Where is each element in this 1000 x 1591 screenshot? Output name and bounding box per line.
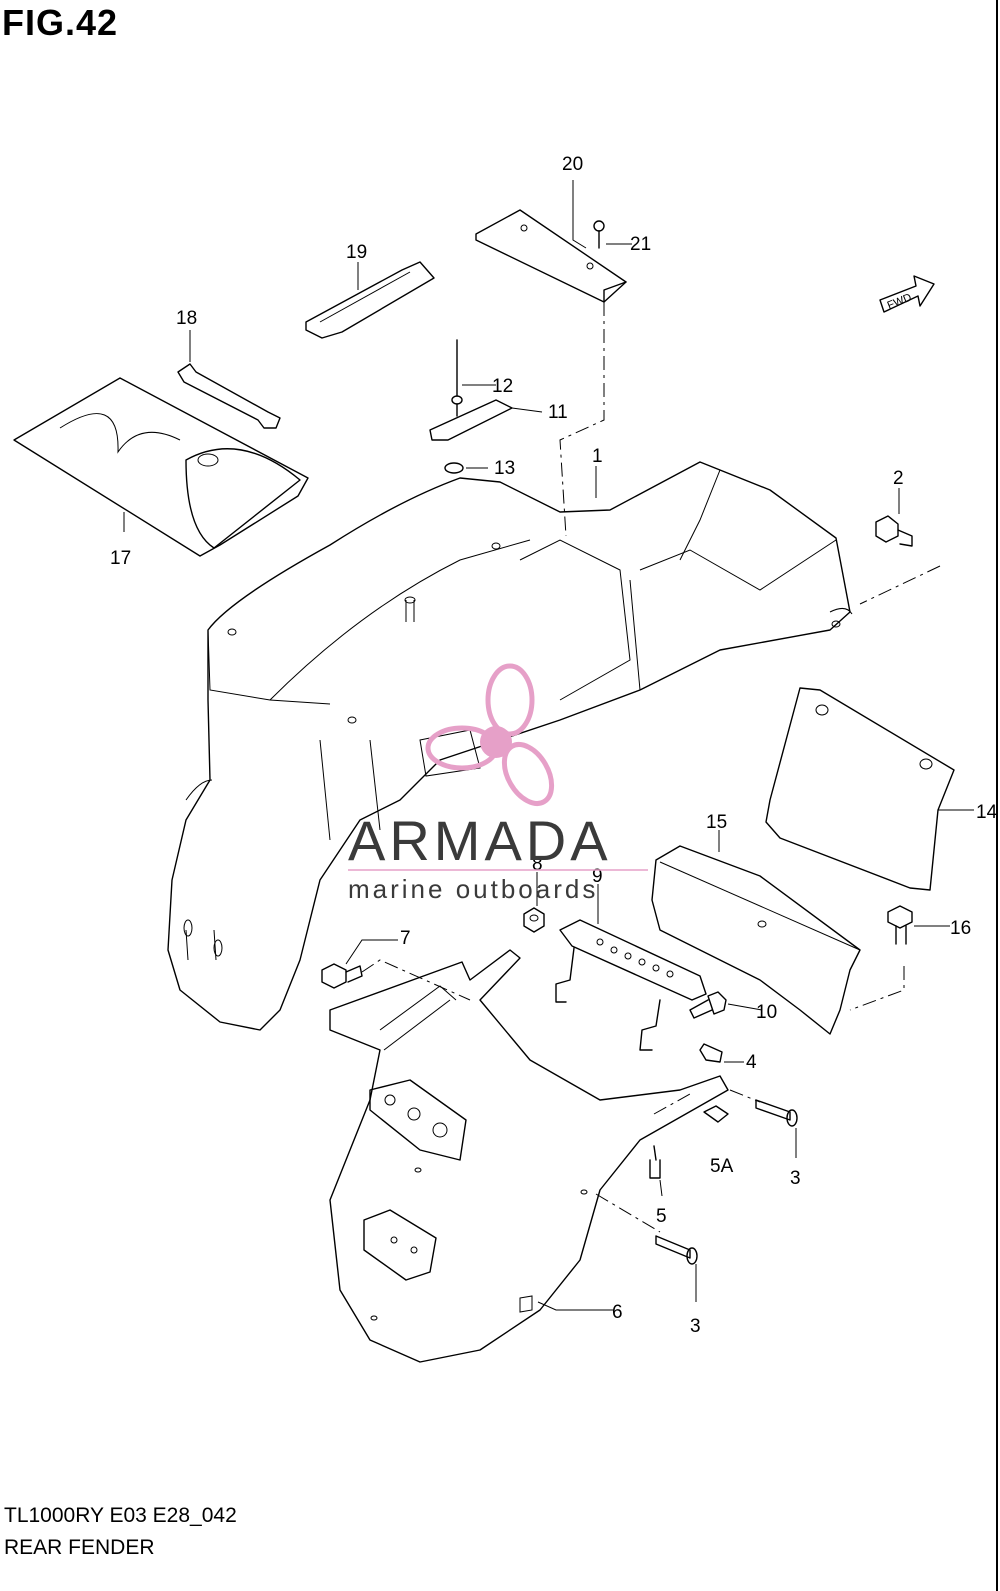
callout-8: 8: [532, 854, 543, 875]
callout-17: 17: [110, 548, 131, 569]
callout-16: 16: [950, 918, 971, 939]
part-2-bolt: [875, 515, 913, 547]
part-12-pin: [451, 339, 463, 417]
part-11-clip: [429, 399, 513, 441]
callout-6: 6: [612, 1302, 623, 1323]
part-20-bracket: [475, 209, 627, 303]
callout-18: 18: [176, 308, 197, 329]
part-5-rivet: [649, 1145, 661, 1179]
callout-12: 12: [492, 376, 513, 397]
fwd-arrow-icon: FWD: [879, 275, 935, 313]
leader-lines: [123, 180, 974, 1311]
callout-3-upper: 3: [790, 1168, 801, 1189]
part-3-screw-upper: [755, 1099, 798, 1127]
callout-20: 20: [562, 154, 583, 175]
part-8-nut: [523, 907, 545, 933]
part-19-strap: [305, 261, 435, 339]
callout-19: 19: [346, 242, 367, 263]
callout-9: 9: [592, 866, 603, 887]
part-9-mounting-bracket: [555, 919, 707, 1051]
watermark-name: ARMADA: [348, 809, 612, 872]
part-7-bolt: [321, 963, 363, 989]
watermark: ARMADA marine outboards: [348, 663, 648, 904]
part-1-rear-fender-main: [167, 461, 853, 1031]
part-14-side-cover: [765, 687, 955, 891]
part-18-wrench: [177, 363, 281, 429]
callout-14: 14: [976, 802, 998, 823]
callout-13: 13: [494, 458, 515, 479]
part-21-screw: [593, 220, 605, 249]
propeller-logo-icon: [425, 663, 555, 806]
part-10-bolt: [689, 991, 727, 1019]
model-code: TL1000RY E03 E28_042: [4, 1504, 237, 1527]
part-15-tail-panel: [651, 845, 861, 1035]
callout-10: 10: [756, 1002, 777, 1023]
callout-labels: 1 2 3 3 4 5 5A 6 7 8 9 10 11 12 13 14 15…: [110, 154, 998, 1337]
callout-21: 21: [630, 234, 651, 255]
callout-15: 15: [706, 812, 727, 833]
alignment-lines: [361, 302, 941, 1233]
part-17-seat-cushion: [13, 377, 309, 557]
figure-title: FIG.42: [2, 2, 119, 43]
part-6-license-plate-holder: [329, 949, 729, 1363]
page-border: [996, 0, 998, 1591]
part-13-washer: [444, 462, 464, 474]
callout-5: 5: [656, 1206, 667, 1227]
callout-2: 2: [893, 468, 904, 489]
diagram-caption: REAR FENDER: [4, 1536, 155, 1559]
callout-7: 7: [400, 928, 411, 949]
part-16-bolt: [887, 905, 913, 945]
callout-4: 4: [746, 1052, 757, 1073]
part-4-clip: [699, 1043, 723, 1063]
callout-5a: 5A: [710, 1156, 734, 1177]
callout-1: 1: [592, 446, 603, 467]
part-3-screw-lower: [655, 1235, 698, 1265]
callout-11: 11: [548, 402, 568, 423]
fwd-label: FWD: [886, 292, 914, 313]
watermark-tagline: marine outboards: [348, 874, 598, 904]
callout-3-lower: 3: [690, 1316, 701, 1337]
part-5a-nut: [703, 1105, 729, 1123]
